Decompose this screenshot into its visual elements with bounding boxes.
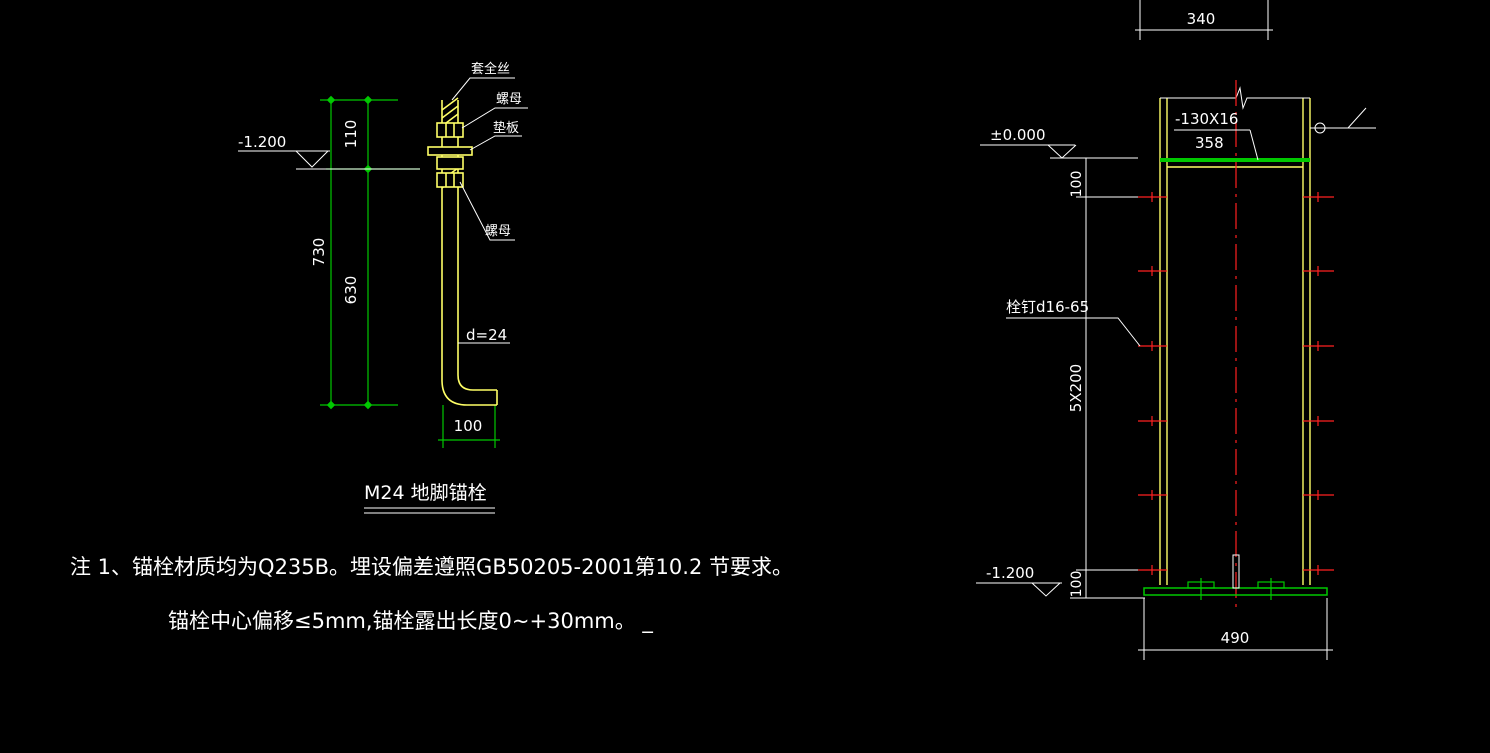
column-detail: 340 -130X16 358 [976, 0, 1376, 660]
note-line-1: 注 1、锚栓材质均为Q235B。埋设偏差遵照GB50205-2001第10.2 … [70, 555, 793, 579]
weld-symbol [1310, 107, 1376, 134]
anchor-bolt-detail: 730 110 630 100 -1.200 [238, 61, 528, 514]
dim-stud-spacing-text: 5X200 [1067, 364, 1085, 412]
note-line-2: 锚栓中心偏移≤5mm,锚栓露出长度0~+30mm。 _ [168, 609, 653, 634]
plate-length-text: 358 [1195, 134, 1224, 152]
stud-leader [1006, 317, 1141, 347]
base-anchor-nuts [1187, 578, 1285, 600]
dim-490-text: 490 [1221, 629, 1250, 647]
base-anchor-bolt [1232, 554, 1240, 589]
level-marker-top [980, 144, 1138, 159]
column-break-line [1160, 86, 1310, 110]
dim-base-width [1138, 598, 1333, 660]
level-bottom-text: -1.200 [986, 564, 1034, 582]
column-shell [1159, 98, 1311, 585]
level-marker-bottom [976, 582, 1062, 597]
label-diameter: d=24 [466, 326, 507, 344]
level-marker-left: -1.200 [238, 133, 420, 170]
anchor-bolt [427, 97, 498, 406]
dim-hook-100: 100 [454, 417, 483, 435]
bolt-leaders [451, 77, 528, 344]
bolt-title: M24 地脚锚栓 [364, 482, 487, 504]
plate-leader [1249, 129, 1259, 161]
level-top-text: ±0.000 [990, 126, 1046, 144]
top-plate [1160, 158, 1310, 162]
dim-top-width [1135, 0, 1273, 40]
dim-bottom-gap-text: 100 [1069, 571, 1085, 598]
level-left-text: -1.200 [238, 133, 286, 151]
dim-top-gap-text: 100 [1069, 171, 1085, 198]
stud-label-text: 栓钉d16-65 [1006, 298, 1089, 316]
shear-studs [1138, 192, 1334, 575]
label-washer: 垫板 [493, 120, 519, 136]
dim-340-text: 340 [1187, 10, 1216, 28]
dim-total-730: 730 [310, 238, 328, 267]
dim-top-110: 110 [342, 120, 360, 149]
dim-bottom-630: 630 [342, 276, 360, 305]
label-full-thread: 套全丝 [471, 61, 510, 77]
plate-size-text: -130X16 [1175, 110, 1238, 128]
column-vertical-dims [1070, 158, 1145, 599]
label-nut-top: 螺母 [496, 92, 522, 107]
bolt-dimension-lines [320, 99, 500, 448]
label-nut-bottom: 螺母 [485, 224, 511, 239]
